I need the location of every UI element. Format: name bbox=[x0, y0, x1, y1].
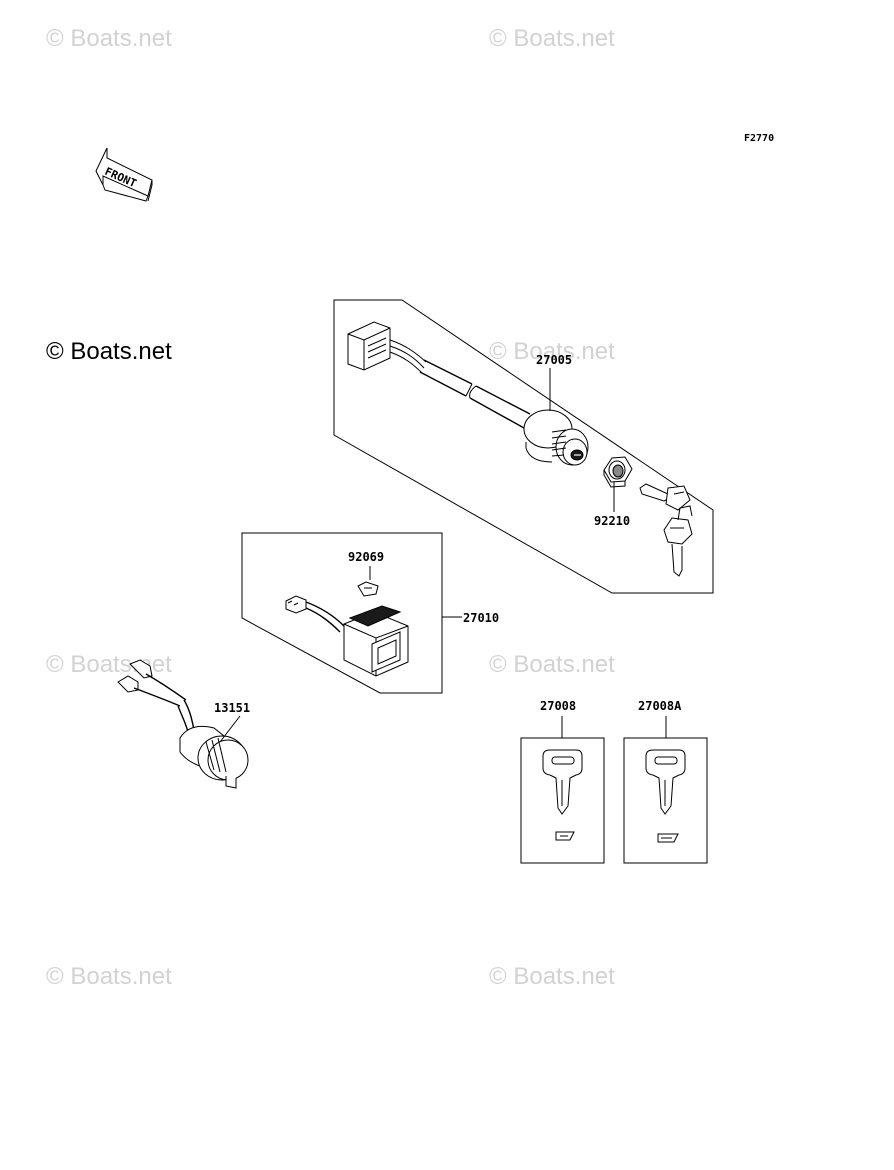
buzzer-group: 13151 bbox=[117, 659, 250, 789]
key-blank-group: 27008 bbox=[520, 699, 605, 864]
watermark: © Boats.net bbox=[489, 25, 615, 52]
watermark: © Boats.net bbox=[46, 963, 172, 990]
part-number-clip: 92069 bbox=[348, 550, 384, 564]
ignition-switch-icon bbox=[523, 409, 589, 466]
part-number-key-blank: 27008 bbox=[540, 699, 576, 713]
push-switch-icon bbox=[343, 605, 409, 677]
watermark: © Boats.net bbox=[46, 25, 172, 52]
part-number-key-blank-alt: 27008A bbox=[638, 699, 682, 713]
push-switch-group: 92069 27010 bbox=[241, 532, 499, 694]
buzzer-icon bbox=[179, 725, 249, 789]
connector-icon bbox=[347, 321, 391, 371]
figure-code: F2770 bbox=[744, 133, 774, 144]
key-icon bbox=[542, 749, 583, 815]
key-icon bbox=[639, 483, 691, 511]
part-number-buzzer: 13151 bbox=[214, 701, 250, 715]
part-number-push-switch: 27010 bbox=[463, 611, 499, 625]
ignition-switch-group: 27005 92210 bbox=[333, 299, 714, 594]
part-number-nut: 92210 bbox=[594, 514, 630, 528]
nut-icon bbox=[603, 456, 633, 488]
front-arrow-icon: FRONT bbox=[95, 147, 153, 202]
clip-icon bbox=[357, 581, 379, 597]
key-icon bbox=[663, 505, 693, 577]
part-number-ignition-switch: 27005 bbox=[536, 353, 572, 367]
watermark: © Boats.net bbox=[489, 963, 615, 990]
watermark: © Boats.net bbox=[46, 651, 172, 678]
watermark: © Boats.net bbox=[489, 651, 615, 678]
brand-watermark: © Boats.net bbox=[46, 338, 172, 365]
key-icon bbox=[645, 749, 686, 815]
key-blank-alt-group: 27008A bbox=[623, 699, 708, 864]
watermark: © Boats.net bbox=[489, 338, 615, 365]
